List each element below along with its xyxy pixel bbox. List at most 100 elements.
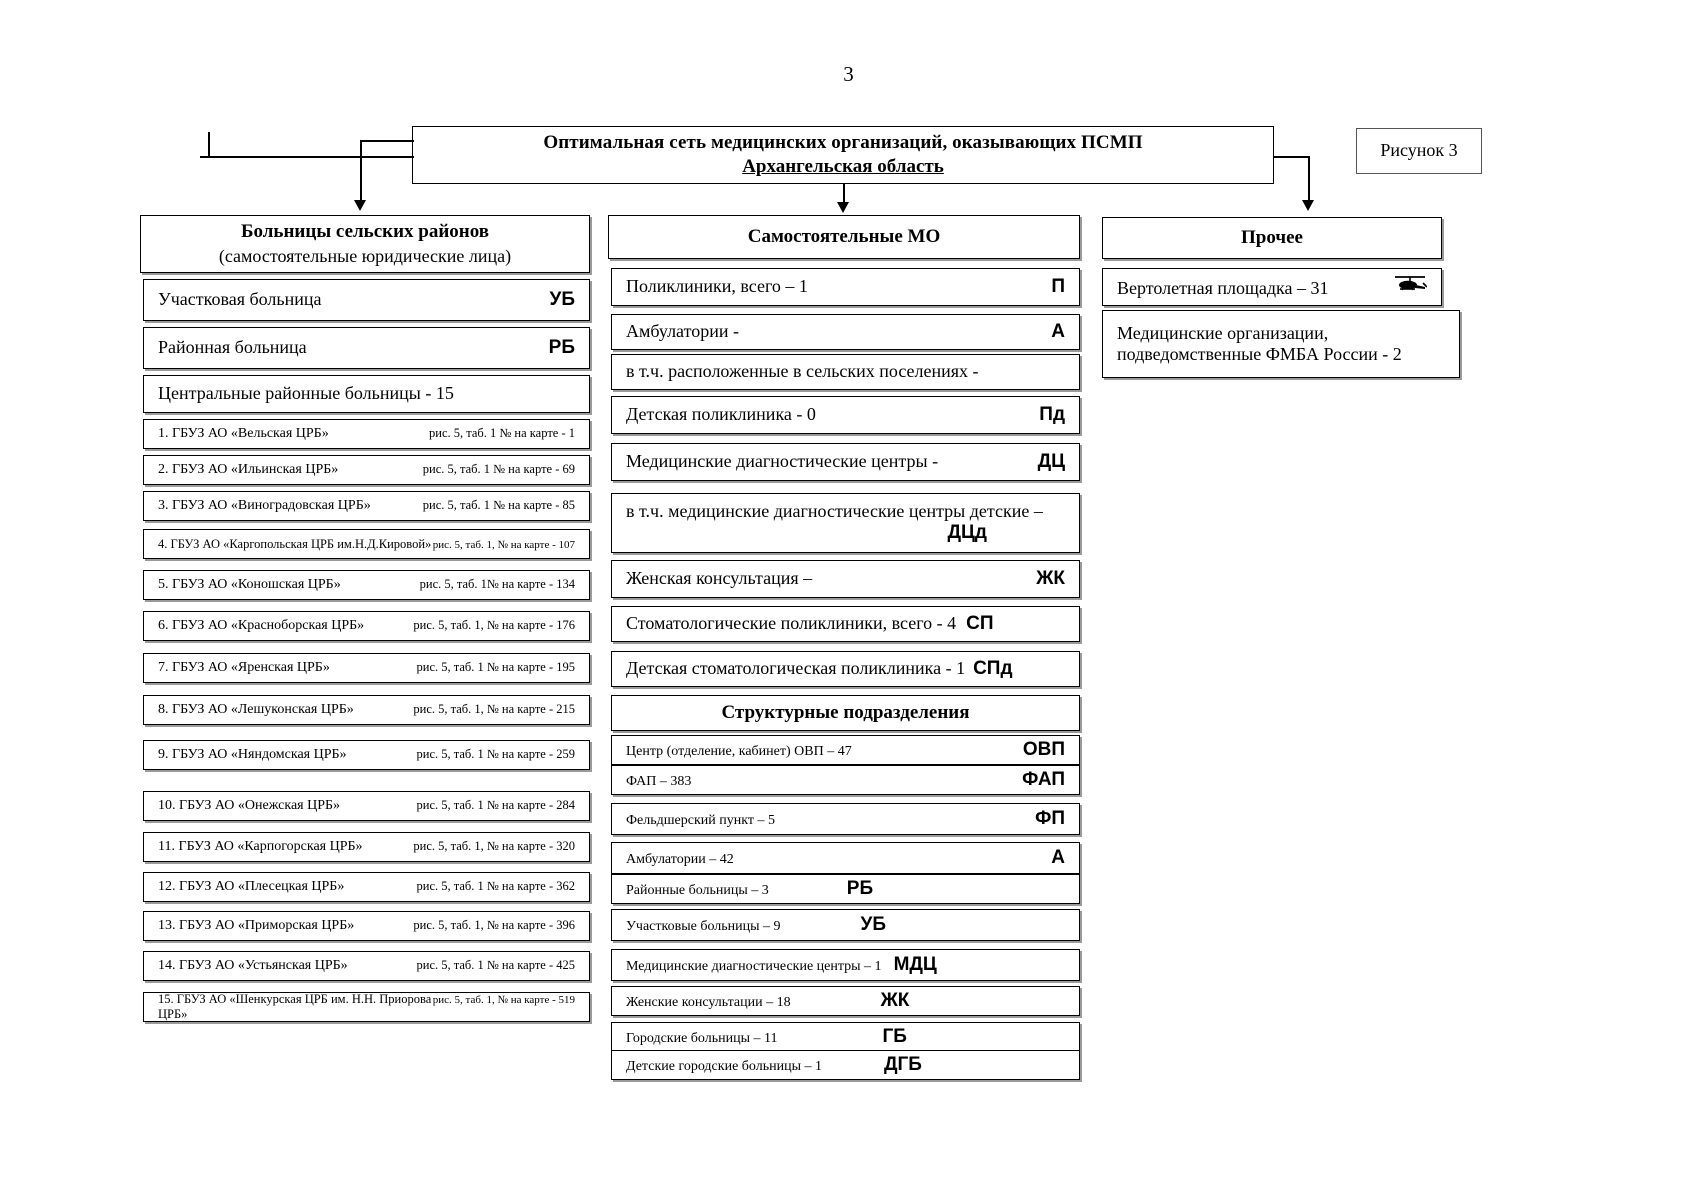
diagram-title-line1: Оптимальная сеть медицинских организаций… bbox=[543, 132, 1143, 153]
middle-row-label: Медицинские диагностические центры - bbox=[626, 450, 939, 471]
middle-row-code: СП bbox=[966, 612, 994, 634]
middle-subrow-label: Центр (отделение, кабинет) ОВП – 47 bbox=[626, 743, 852, 759]
hospital-list-item: 12. ГБУЗ АО «Плесецкая ЦРБ»рис. 5, таб. … bbox=[143, 872, 590, 902]
hospital-list-item: 5. ГБУЗ АО «Коношская ЦРБ»рис. 5, таб. 1… bbox=[143, 570, 590, 600]
middle-row-code: П bbox=[1051, 275, 1065, 297]
middle-row-selskie-poseleniya: в т.ч. расположенные в сельских поселени… bbox=[611, 354, 1080, 390]
right-note-fmba: Медицинские организации, подведомственны… bbox=[1102, 310, 1460, 378]
right-column-title: Прочее bbox=[1241, 226, 1303, 248]
hospital-list-item: 9. ГБУЗ АО «Няндомская ЦРБ»рис. 5, таб. … bbox=[143, 740, 590, 770]
middle-row-diagnosticheskie-centry: Медицинские диагностические центры - ДЦ bbox=[611, 443, 1080, 481]
middle-row-code: Пд bbox=[1039, 403, 1065, 425]
middle-subrow-code: УБ bbox=[860, 913, 886, 935]
hospital-ref: рис. 5, таб. 1 № на карте - 425 bbox=[416, 957, 576, 972]
hospital-ref: рис. 5, таб. 1 № на карте - 69 bbox=[422, 461, 575, 476]
right-row-vertoletnaya-ploshchadka: Вертолетная площадка – 31 bbox=[1102, 268, 1442, 306]
hospital-name: 13. ГБУЗ АО «Приморская ЦРБ» bbox=[158, 917, 355, 933]
left-column-title: Больницы сельских районов bbox=[240, 221, 490, 243]
hospital-list-item: 11. ГБУЗ АО «Карпогорская ЦРБ»рис. 5, та… bbox=[143, 832, 590, 862]
hospital-list-item: 14. ГБУЗ АО «Устьянская ЦРБ»рис. 5, таб.… bbox=[143, 951, 590, 981]
hospital-name: 7. ГБУЗ АО «Яренская ЦРБ» bbox=[158, 659, 330, 675]
middle-subrow-label: Участковые больницы – 9 bbox=[626, 918, 781, 934]
hospital-ref: рис. 5, таб. 1, № на карте - 215 bbox=[413, 701, 575, 716]
hospital-list-item: 13. ГБУЗ АО «Приморская ЦРБ» рис. 5, таб.… bbox=[143, 911, 590, 941]
left-row-uchastkovaya: Участковая больница УБ bbox=[143, 279, 590, 321]
figure-label-box: Рисунок 3 bbox=[1356, 128, 1482, 174]
hospital-ref: рис. 5, таб. 1, № на карте - 176 bbox=[413, 617, 575, 632]
hospital-name: 15. ГБУЗ АО «Шенкурская ЦРБ им. Н.Н. При… bbox=[158, 992, 432, 1021]
hospital-list-item: 10. ГБУЗ АО «Онежская ЦРБ»рис. 5, таб. 1… bbox=[143, 791, 590, 821]
hospital-name: 5. ГБУЗ АО «Коношская ЦРБ» bbox=[158, 576, 341, 592]
hospital-name: 8. ГБУЗ АО «Лешуконская ЦРБ» bbox=[158, 701, 354, 717]
middle-row-ambulatorii: Амбулатории - А bbox=[611, 314, 1080, 350]
hospital-ref: рис. 5, таб. 1 № на карте - 1 bbox=[429, 425, 575, 440]
connector-title-to-right bbox=[1274, 156, 1310, 158]
right-note-line1: Медицинские организации, bbox=[1117, 322, 1329, 343]
hospital-ref: рис. 5, таб. 1 № на карте - 362 bbox=[416, 878, 576, 893]
right-row-label: Вертолетная площадка – 31 bbox=[1117, 278, 1329, 299]
middle-row-code: А bbox=[1051, 320, 1065, 342]
middle-row-zhenskaya-konsultaciya: Женская консультация –ЖК bbox=[611, 560, 1080, 598]
hospital-ref: рис. 5, таб. 1 № на карте - 195 bbox=[416, 659, 576, 674]
middle-subrow-label: Женские консультации – 18 bbox=[626, 994, 791, 1010]
middle-row-stomatologicheskie: Стоматологические поликлиники, всего - 4… bbox=[611, 606, 1080, 642]
hospital-name: 10. ГБУЗ АО «Онежская ЦРБ» bbox=[158, 797, 341, 813]
middle-row-code: ДЦ bbox=[1037, 450, 1065, 472]
middle-row-diagnosticheskie-centry-detskie: в т.ч. медицинские диагностические центр… bbox=[611, 493, 1080, 553]
hospital-ref: рис. 5, таб. 1, № на карте - 396 bbox=[413, 917, 575, 932]
middle-row-label: Амбулатории - bbox=[626, 320, 739, 341]
hospital-name: 11. ГБУЗ АО «Карпогорская ЦРБ» bbox=[158, 838, 363, 854]
hospital-list-item: 6. ГБУЗ АО «Красноборская ЦРБ» рис. 5, та… bbox=[143, 611, 590, 641]
hospital-list-item: 1. ГБУЗ АО «Вельская ЦРБ» рис. 5, таб. 1 … bbox=[143, 419, 590, 449]
middle-row-label: Поликлиники, всего – 1 bbox=[626, 275, 808, 296]
hospital-list-item: 8. ГБУЗ АО «Лешуконская ЦРБ» рис. 5, таб.… bbox=[143, 695, 590, 725]
hospital-name: 3. ГБУЗ АО «Виноградовская ЦРБ» bbox=[158, 497, 371, 513]
hospital-list-item: 3. ГБУЗ АО «Виноградовская ЦРБ» рис. 5, т… bbox=[143, 491, 590, 521]
middle-column-header: Самостоятельные МО bbox=[608, 215, 1080, 259]
hospital-list-item: 7. ГБУЗ АО «Яренская ЦРБ» рис. 5, таб. 1 … bbox=[143, 653, 590, 683]
right-column-header: Прочее bbox=[1102, 217, 1442, 259]
middle-subrow-code: МДЦ bbox=[893, 953, 937, 975]
hospital-ref: рис. 5, таб. 1 № на карте - 85 bbox=[422, 497, 575, 512]
middle-row-detskaya-poliklinika: Детская поликлиника - 0 Пд bbox=[611, 396, 1080, 434]
connector-left-vertical bbox=[360, 140, 362, 204]
middle-subheader-title: Структурные подразделения bbox=[721, 701, 970, 723]
left-row-raionnaya: Районная больница РБ bbox=[143, 327, 590, 369]
middle-row-detskaya-stomatologicheskaya: Детская стоматологическая поликлиника - … bbox=[611, 651, 1080, 687]
hospital-name: 1. ГБУЗ АО «Вельская ЦРБ» bbox=[158, 425, 329, 441]
middle-subrow-code: А bbox=[1051, 846, 1065, 868]
hospital-name: 9. ГБУЗ АО «Няндомская ЦРБ» bbox=[158, 746, 347, 762]
middle-row-label: Детская поликлиника - 0 bbox=[626, 403, 816, 424]
left-row-code: УБ bbox=[549, 288, 575, 310]
hospital-name: 2. ГБУЗ АО «Ильинская ЦРБ» bbox=[158, 461, 339, 477]
middle-subrow-code: ГБ bbox=[882, 1025, 907, 1047]
arrow-left-column bbox=[354, 200, 366, 211]
left-column-subtitle: (самостоятельные юридические лица) bbox=[218, 245, 512, 266]
middle-subrow-code: ДГБ bbox=[883, 1053, 922, 1075]
middle-column-title: Самостоятельные МО bbox=[747, 225, 941, 247]
middle-subrow-label: Районные больницы – 3 bbox=[626, 882, 769, 898]
middle-row-code: ДЦд bbox=[947, 522, 987, 544]
diagram-title-line2: Архангельская область bbox=[742, 156, 944, 177]
middle-subrow-uchastkovye-bolnicy: Участковые больницы – 9 УБ bbox=[611, 909, 1080, 941]
diagram-title-box: Оптимальная сеть медицинских организаций… bbox=[412, 126, 1274, 184]
page-number: 3 bbox=[843, 62, 854, 86]
middle-subrow-code: ФАП bbox=[1022, 768, 1065, 790]
helicopter-icon bbox=[1393, 274, 1428, 298]
figure-label-text: Рисунок 3 bbox=[1380, 140, 1458, 161]
hospital-ref: рис. 5, таб. 1, № на карте - 519 bbox=[432, 994, 575, 1007]
left-tick-mark bbox=[208, 132, 210, 158]
hospital-name: 6. ГБУЗ АО «Красноборская ЦРБ» bbox=[158, 617, 365, 633]
arrow-right-column bbox=[1302, 200, 1314, 211]
middle-row-code: ЖК bbox=[1036, 567, 1065, 589]
middle-subheader-strukturnye: Структурные подразделения bbox=[611, 695, 1080, 731]
connector-middle-vertical bbox=[843, 184, 845, 206]
middle-row-polikliniki: Поликлиники, всего – 1 П bbox=[611, 268, 1080, 306]
